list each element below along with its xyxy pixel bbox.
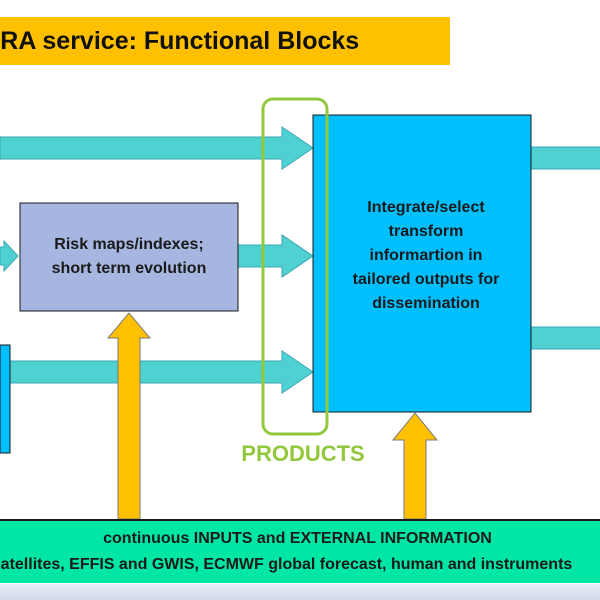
flow-arrow-middle	[237, 234, 314, 278]
integrate-label: Integrate/select transform informartion …	[322, 115, 530, 412]
flow-arrow-top	[0, 126, 314, 170]
risk-maps-line1: Risk maps/indexes;	[54, 236, 204, 253]
title-bar	[0, 17, 450, 65]
flow-arrow-into-risk	[0, 239, 19, 273]
products-outline	[261, 97, 329, 436]
input-arrow-risk	[106, 312, 152, 520]
output-arrow-top	[530, 146, 600, 170]
input-arrow-integrate	[391, 412, 439, 520]
flow-arrow-bottom	[0, 350, 314, 394]
inputs-title: continuous INPUTS and EXTERNAL INFORMATI…	[103, 530, 492, 547]
risk-maps-label: Risk maps/indexes; short term evolution	[20, 203, 238, 311]
bottom-strip	[0, 584, 600, 600]
integrate-line2: transform	[388, 222, 464, 240]
page-title: FRA service: Functional Blocks	[0, 27, 360, 55]
integrate-block	[312, 114, 532, 413]
integrate-line4: tailored outputs for	[352, 270, 500, 288]
integrate-line1: Integrate/select	[367, 198, 485, 216]
output-arrow-bottom	[530, 326, 600, 350]
risk-maps-block	[19, 202, 239, 312]
left-partial-block	[0, 344, 11, 454]
risk-maps-line2: short term evolution	[51, 260, 207, 277]
integrate-line5: dissemination	[372, 294, 480, 312]
integrate-line3: informartion in	[369, 246, 483, 264]
products-label: PRODUCTS	[241, 441, 365, 466]
inputs-sources: Satellites, EFFIS and GWIS, ECMWF global…	[0, 556, 573, 573]
inputs-bar	[0, 519, 600, 583]
